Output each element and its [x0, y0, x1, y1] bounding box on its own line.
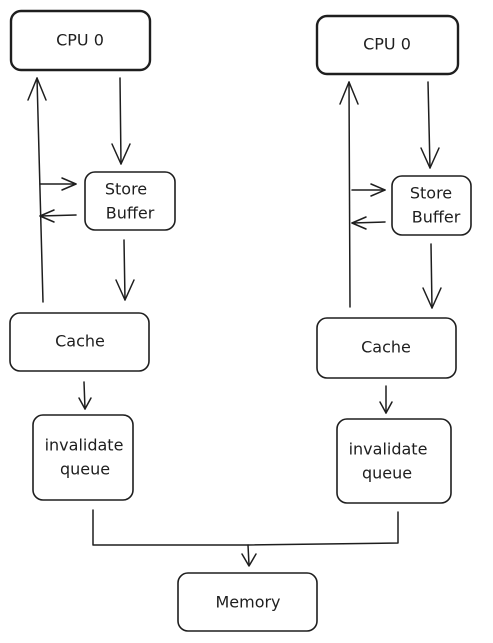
- left-cache-box: [9, 312, 150, 372]
- right-invalidate-queue-label-line1: invalidate: [349, 440, 428, 459]
- left-arrow-store-buffer-to-cache: [115, 239, 135, 301]
- right-cache-label: Cache: [361, 338, 411, 357]
- left-invalidate-queue-box: [32, 414, 134, 501]
- left-cpu-node: CPU 0: [9, 9, 152, 72]
- left-invalidate-queue-label-line1: invalidate: [45, 436, 124, 455]
- right-invalidate-queue-box: [336, 418, 452, 504]
- right-invalidate-queue-label-line2: queue: [362, 464, 412, 483]
- memory-box: [177, 572, 318, 632]
- right-arrow-cpu-to-store-buffer: [420, 81, 440, 169]
- right-arrow-store-buffer-to-cache: [422, 243, 442, 309]
- right-store-buffer-node: Store Buffer: [391, 175, 472, 236]
- left-arrow-to-store-buffer: [39, 177, 77, 191]
- right-cpu-node: CPU 0: [315, 14, 460, 76]
- left-invalidate-queue-node: invalidate queue: [32, 414, 134, 501]
- right-arrow-from-store-buffer: [351, 216, 386, 230]
- left-cpu-label: CPU 0: [56, 31, 104, 50]
- left-arrow-from-store-buffer: [39, 209, 77, 223]
- right-arrow-cache-to-cpu: [339, 81, 359, 308]
- right-arrow-cache-to-invalidate-queue: [379, 385, 393, 414]
- left-arrow-cache-to-cpu: [27, 77, 47, 303]
- left-arrow-cache-to-invalidate-queue: [78, 381, 92, 410]
- left-arrow-cpu-to-store-buffer: [111, 77, 131, 165]
- memory-connector: [92, 509, 399, 567]
- left-cache-label: Cache: [55, 332, 105, 351]
- left-store-buffer-node: Store Buffer: [84, 171, 176, 231]
- left-store-buffer-label-line2: Buffer: [106, 204, 155, 223]
- memory-node: Memory: [177, 572, 318, 632]
- right-cache-box: [316, 317, 457, 379]
- right-cpu-box: [315, 14, 460, 76]
- left-store-buffer-label-line1: Store: [105, 180, 147, 199]
- left-cpu-box: [9, 9, 152, 72]
- right-cpu-label: CPU 0: [363, 35, 411, 54]
- right-arrow-to-store-buffer: [351, 183, 386, 197]
- right-store-buffer-box: [391, 175, 472, 236]
- left-store-buffer-box: [84, 171, 176, 231]
- memory-label: Memory: [215, 593, 280, 612]
- right-cache-node: Cache: [316, 317, 457, 379]
- left-cache-node: Cache: [9, 312, 150, 372]
- right-store-buffer-label-line1: Store: [410, 184, 452, 203]
- right-store-buffer-label-line2: Buffer: [412, 208, 461, 227]
- left-invalidate-queue-label-line2: queue: [60, 460, 110, 479]
- right-invalidate-queue-node: invalidate queue: [336, 418, 452, 504]
